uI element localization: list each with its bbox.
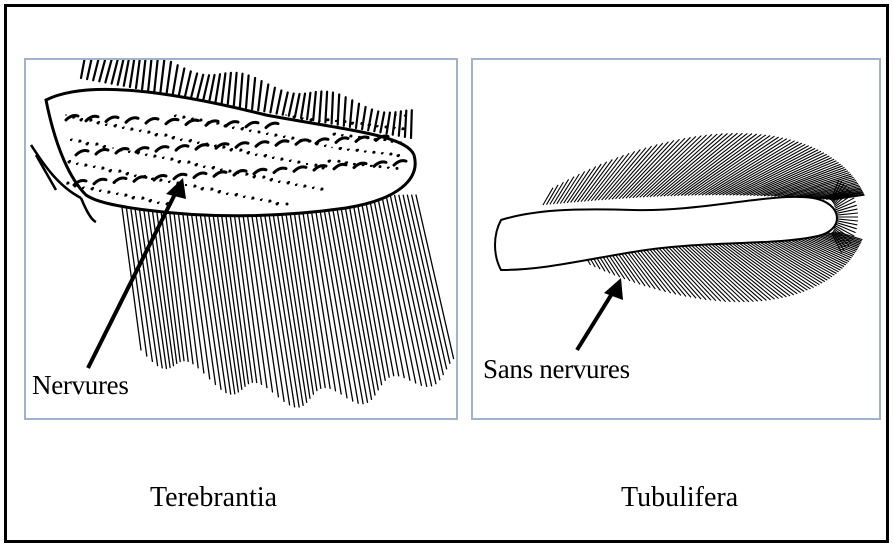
terebrantia-wing-panel: Nervures [24, 58, 458, 420]
tubulifera-caption: Tubulifera [621, 482, 738, 514]
nervures-label: Nervures [32, 370, 129, 401]
sans-nervures-pointer-arrow [577, 292, 613, 350]
terebrantia-wing-illustration [26, 60, 456, 418]
wing-membrane [46, 89, 415, 215]
nervures-pointer-arrow [88, 188, 178, 368]
wing-lower-fringe [121, 195, 454, 407]
sans-nervures-arrowhead [604, 278, 623, 300]
sans-nervures-label: Sans nervures [483, 354, 630, 385]
tubulifera-wing-panel: Sans nervures [471, 58, 881, 420]
wing-upper-fringe [543, 133, 865, 205]
terebrantia-caption: Terebrantia [150, 482, 277, 514]
